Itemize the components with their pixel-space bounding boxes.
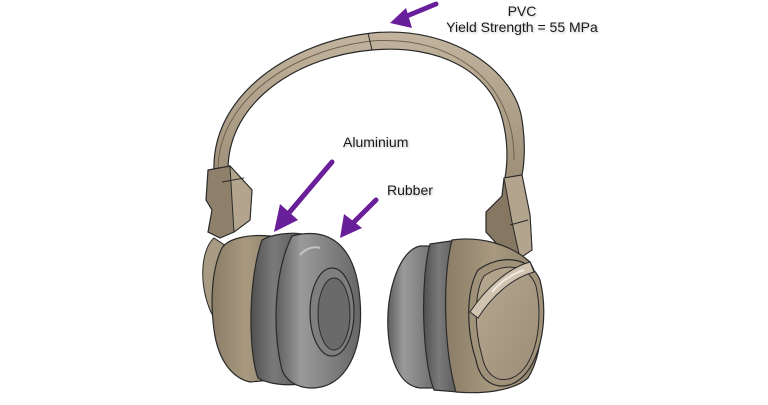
- aluminium-arrowhead: [274, 204, 298, 232]
- rubber-arrow: [349, 197, 379, 227]
- aluminium-callout-label: Aluminium: [343, 134, 409, 150]
- pvc-arrowhead: [390, 8, 412, 28]
- right-ear-cup: [387, 238, 545, 394]
- callout-arrows: [274, 1, 439, 238]
- rubber-callout-label: Rubber: [387, 182, 433, 198]
- pvc-material-label: PVC: [507, 3, 537, 19]
- aluminium-arrow: [285, 159, 335, 217]
- right-hinge: [485, 174, 533, 259]
- pvc-callout-label: PVC Yield Strength = 55 MPa: [432, 3, 612, 35]
- rubber-arrowhead: [340, 214, 362, 238]
- headband: [213, 31, 525, 179]
- pvc-yield-strength-label: Yield Strength = 55 MPa: [446, 19, 598, 35]
- left-ear-cup: [211, 232, 362, 389]
- left-hinge: [202, 164, 253, 319]
